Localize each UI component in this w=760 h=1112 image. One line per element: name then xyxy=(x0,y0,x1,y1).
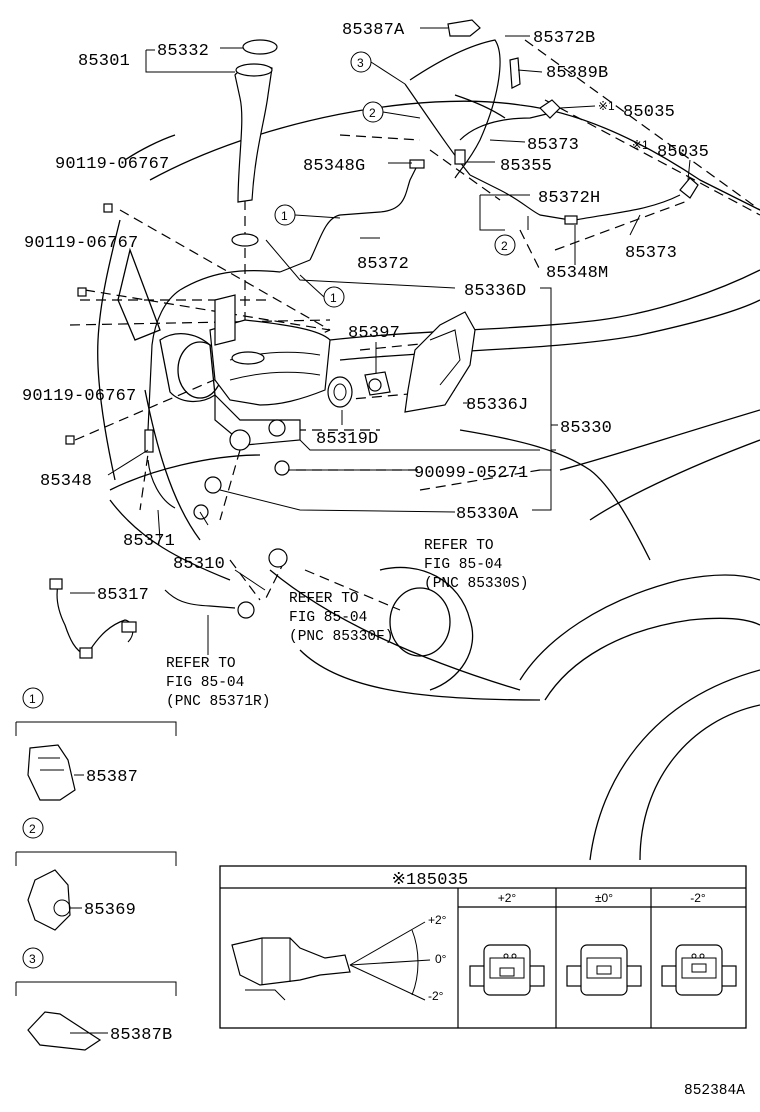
grommet-85319d xyxy=(327,376,353,408)
callout-85310: 85310 xyxy=(173,555,225,574)
callout-85336d: 85336D xyxy=(464,282,526,301)
circle-ref-2-b: 2 xyxy=(501,239,508,253)
ref-mark-a: ※1 xyxy=(598,99,615,113)
bolt-90119-b xyxy=(77,287,87,297)
callout-85301: 85301 xyxy=(78,52,130,71)
callout-85035-b: 85035 xyxy=(657,143,709,162)
callout-85372: 85372 xyxy=(357,255,409,274)
column-minus2: -2° xyxy=(690,891,706,905)
angle-minus2: -2° xyxy=(428,989,444,1003)
callout-85317: 85317 xyxy=(97,586,149,605)
nozzle-85035-right xyxy=(679,177,699,199)
nozzle-front-plus2 xyxy=(469,944,545,996)
callout-85348: 85348 xyxy=(40,472,92,491)
callout-85372b: 85372B xyxy=(533,29,595,48)
callout-85336j: 85336J xyxy=(466,396,528,415)
callout-85371: 85371 xyxy=(123,532,175,551)
bolt-90119-c xyxy=(65,435,75,445)
refer-note-f-line1: REFER TO xyxy=(289,591,359,607)
callout-90119-a: 90119-06767 xyxy=(55,155,169,174)
clip-85387-icon xyxy=(27,744,76,801)
callout-85373-b: 85373 xyxy=(625,244,677,263)
washer-reservoir xyxy=(209,319,331,406)
bolt-90119-a xyxy=(103,203,113,213)
refer-note-r-line1: REFER TO xyxy=(166,656,236,672)
nozzle-front-zero xyxy=(566,944,642,996)
column-zero: ±0° xyxy=(595,891,613,905)
ref-mark-b: ※1 xyxy=(632,138,649,152)
callout-85397: 85397 xyxy=(348,324,400,343)
refer-notes: REFER TO FIG 85-04 (PNC 85330S) REFER TO… xyxy=(166,538,528,710)
detail-box-85035: ※185035 +2° ±0° -2° +2° 0° -2° xyxy=(219,865,747,1029)
callout-85389b: 85389B xyxy=(546,64,608,83)
column-plus2: +2° xyxy=(498,891,517,905)
circle-ref-1-a: 1 xyxy=(281,209,288,223)
pump xyxy=(229,429,251,451)
legend-part-85387: 85387 xyxy=(86,768,138,787)
callout-85348g: 85348G xyxy=(303,157,365,176)
callout-85332: 85332 xyxy=(157,42,209,61)
phantom-lines xyxy=(69,39,760,611)
grommet xyxy=(231,233,259,247)
legend-part-85387b: 85387B xyxy=(110,1026,172,1045)
callout-85330a: 85330A xyxy=(456,505,519,524)
callout-85373-a: 85373 xyxy=(527,136,579,155)
circle-ref-2-a: 2 xyxy=(369,106,376,120)
callout-85387a: 85387A xyxy=(342,21,405,40)
circled-refs: 3 2 1 1 2 xyxy=(274,51,516,308)
figure-id: 852384A xyxy=(684,1083,745,1099)
refer-note-s-line3: (PNC 85330S) xyxy=(424,576,528,592)
callout-85035-a: 85035 xyxy=(623,103,675,122)
clip-85369-icon xyxy=(27,869,71,931)
callout-90119-b: 90119-06767 xyxy=(24,234,138,253)
bracket-85336j xyxy=(404,311,476,413)
cap-85332 xyxy=(242,39,278,55)
refer-note-r-line2: FIG 85-04 xyxy=(166,675,244,691)
callout-85348m: 85348M xyxy=(546,264,608,283)
legend-num-1: 1 xyxy=(29,692,36,706)
callout-85319d: 85319D xyxy=(316,430,378,449)
angle-plus2: +2° xyxy=(428,913,447,927)
angle-zero: 0° xyxy=(435,952,447,966)
callout-85330: 85330 xyxy=(560,419,612,438)
parts xyxy=(49,19,699,659)
legend-part-85369: 85369 xyxy=(84,901,136,920)
refer-note-f-line3: (PNC 85330F) xyxy=(289,629,393,645)
legend: 1 85387 2 85369 3 85387B xyxy=(15,687,177,1051)
callout-90099: 90099-05271 xyxy=(414,464,528,483)
detail-title: ※185035 xyxy=(392,871,469,890)
refer-note-s-line1: REFER TO xyxy=(424,538,494,554)
hose-routing xyxy=(56,39,681,656)
legend-num-3: 3 xyxy=(29,952,36,966)
callout-85372h: 85372H xyxy=(538,189,600,208)
clip-85387a xyxy=(447,19,481,37)
callout-labels: 85301 85332 85387A 85372B 85389B ※1 8503… xyxy=(22,21,709,605)
leader-lines xyxy=(70,27,691,655)
nozzle-front-minus2 xyxy=(661,944,737,996)
refer-note-f-line2: FIG 85-04 xyxy=(289,610,367,626)
callout-90119-c: 90119-06767 xyxy=(22,387,136,406)
callout-85355: 85355 xyxy=(500,157,552,176)
refer-note-r-line3: (PNC 85371R) xyxy=(166,694,270,710)
clip-85387b-icon xyxy=(27,1011,102,1051)
circle-ref-1-b: 1 xyxy=(330,291,337,305)
refer-note-s-line2: FIG 85-04 xyxy=(424,557,502,573)
circle-ref-3: 3 xyxy=(357,56,364,70)
filler-neck xyxy=(234,65,273,203)
legend-num-2: 2 xyxy=(29,822,36,836)
